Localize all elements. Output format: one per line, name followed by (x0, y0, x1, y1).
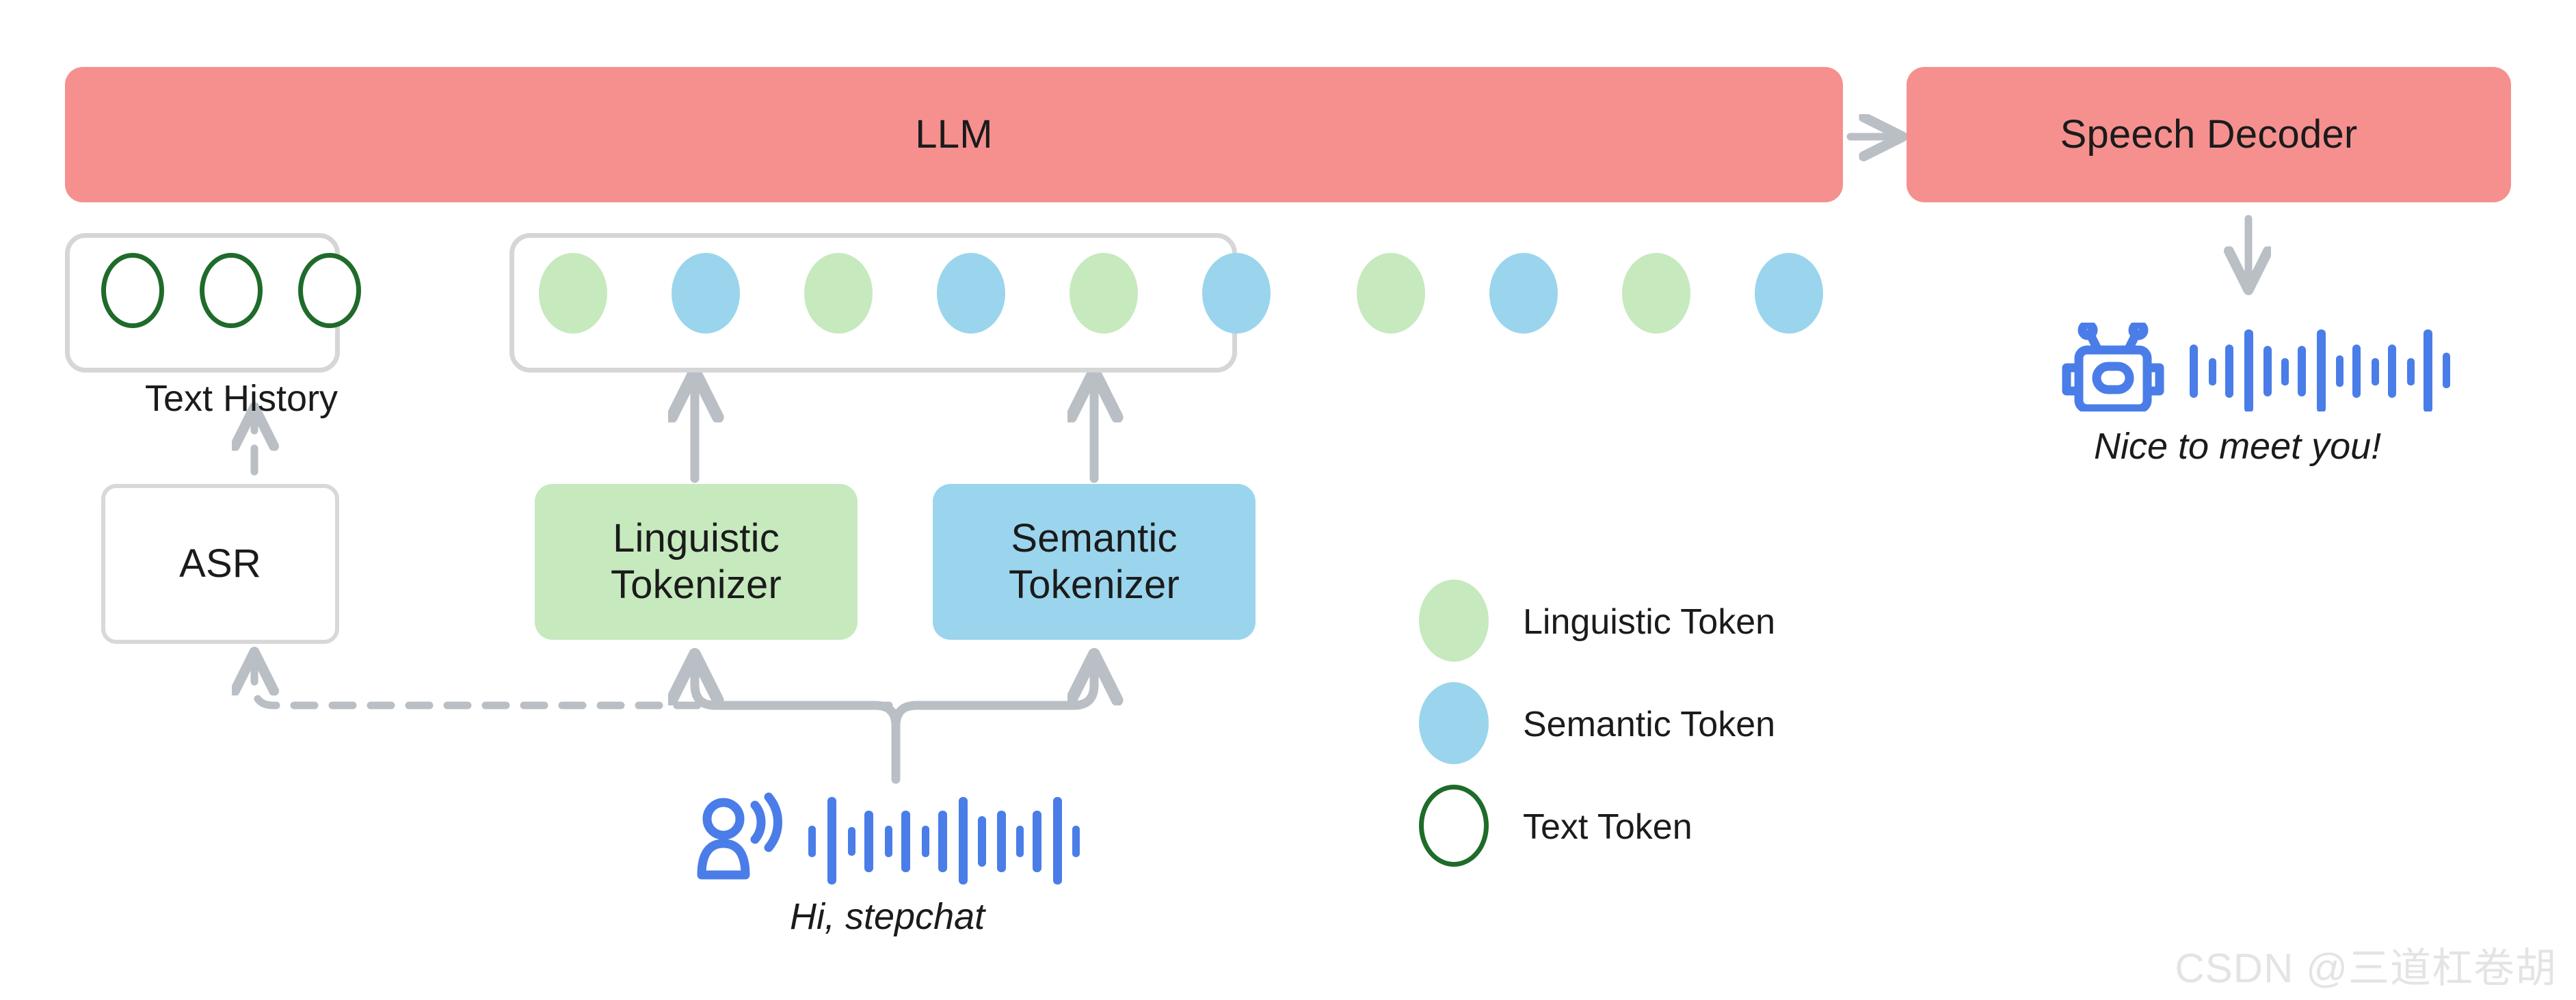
llm-block[interactable]: LLM (65, 67, 1843, 202)
semantic-tokenizer-label-line2: Tokenizer (1008, 563, 1180, 607)
robot-icon (2062, 320, 2164, 414)
text-token[interactable] (298, 253, 361, 328)
text-token[interactable] (200, 253, 263, 328)
legend-swatch-text-token (1419, 785, 1489, 867)
person-speaking-icon (697, 792, 782, 880)
legend-label-semantic-token: Semantic Token (1523, 705, 1776, 744)
semantic-token[interactable] (1755, 253, 1823, 334)
semantic-token[interactable] (937, 253, 1005, 334)
linguistic-token[interactable] (1357, 253, 1425, 334)
asr-block[interactable]: ASR (101, 484, 339, 644)
speech-decoder-block[interactable]: Speech Decoder (1907, 67, 2511, 202)
text-history-caption: Text History (145, 378, 338, 419)
user-utterance-caption: Hi, stepchat (790, 896, 985, 937)
linguistic-tokenizer-block[interactable]: Linguistic Tokenizer (535, 484, 858, 640)
connector-audio-to-asr-dashed (254, 655, 893, 710)
linguistic-tokenizer-label-line1: Linguistic (613, 515, 780, 560)
linguistic-tokenizer-label-line2: Tokenizer (610, 563, 782, 607)
audio-waveform-icon (2190, 329, 2450, 413)
linguistic-token[interactable] (1622, 253, 1690, 334)
legend-swatch-semantic-token (1419, 682, 1489, 764)
semantic-tokenizer-label-line1: Semantic (1011, 515, 1178, 560)
assistant-audio-output (2056, 320, 2452, 415)
assistant-utterance-caption: Nice to meet you! (2094, 426, 2382, 467)
legend-label-linguistic-token: Linguistic Token (1523, 602, 1776, 642)
llm-label: LLM (915, 111, 993, 157)
semantic-token[interactable] (1202, 253, 1271, 334)
csdn-watermark: CSDN @三道杠卷胡 (2175, 945, 2557, 991)
linguistic-token[interactable] (539, 253, 607, 334)
connector-audio-to-tokenizers (695, 658, 1094, 784)
text-token[interactable] (101, 253, 164, 328)
legend-swatch-linguistic-token (1419, 580, 1489, 662)
speech-decoder-label: Speech Decoder (2060, 111, 2358, 157)
asr-label: ASR (179, 541, 261, 586)
linguistic-token[interactable] (804, 253, 873, 334)
semantic-token[interactable] (1489, 253, 1558, 334)
user-audio-input (692, 792, 1089, 891)
linguistic-token[interactable] (1070, 253, 1138, 334)
semantic-token[interactable] (672, 253, 740, 334)
semantic-tokenizer-block[interactable]: Semantic Tokenizer (933, 484, 1256, 640)
legend-label-text-token: Text Token (1523, 807, 1692, 847)
audio-waveform-icon (808, 797, 1080, 884)
